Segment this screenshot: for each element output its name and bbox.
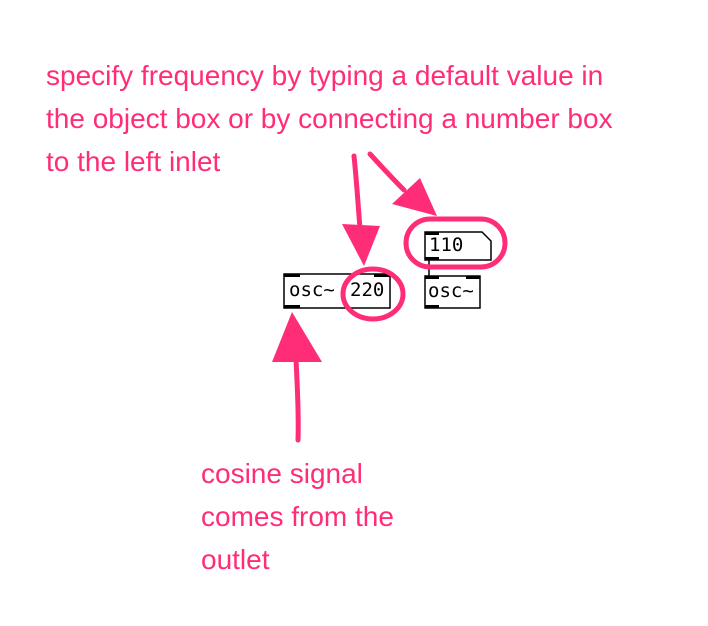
number-box-inlet xyxy=(425,232,439,235)
number-box-outlet xyxy=(425,257,439,260)
annotation-line: cosine signal xyxy=(201,458,363,489)
argument-highlight-circle xyxy=(340,266,406,322)
number-box-highlight-circle xyxy=(403,216,508,270)
osc-object[interactable] xyxy=(424,275,481,309)
arrow-to-outlet xyxy=(272,312,322,443)
frequency-annotation: specify frequency by typing a default va… xyxy=(46,54,613,183)
osc-object-with-argument[interactable] xyxy=(283,273,391,309)
annotation-line: to the left inlet xyxy=(46,146,221,177)
osc-right-inlet xyxy=(466,276,480,279)
annotation-line: outlet xyxy=(201,544,270,575)
arrow-to-number-box xyxy=(367,151,437,216)
outlet xyxy=(284,305,300,308)
annotation-line: specify frequency by typing a default va… xyxy=(46,60,604,91)
annotation-line: the object box or by connecting a number… xyxy=(46,103,613,134)
left-inlet xyxy=(284,274,300,277)
osc-object-argument: 220 xyxy=(350,279,385,301)
number-box[interactable] xyxy=(424,231,492,261)
arrow-to-argument xyxy=(342,153,380,266)
osc-object-name-2: osc~ xyxy=(428,280,474,302)
osc-left-inlet xyxy=(425,276,439,279)
osc-object-name: osc~ xyxy=(289,279,335,301)
osc-outlet xyxy=(425,305,439,308)
right-inlet xyxy=(374,274,390,277)
number-box-value: 110 xyxy=(429,234,464,256)
outlet-annotation: cosine signal comes from the outlet xyxy=(201,452,394,581)
annotation-line: comes from the xyxy=(201,501,394,532)
